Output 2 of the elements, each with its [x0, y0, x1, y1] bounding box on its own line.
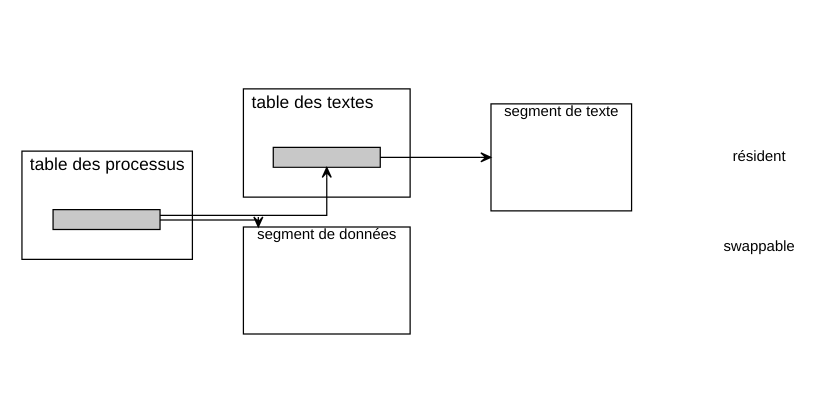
label: résident	[732, 148, 786, 165]
label: swappable	[723, 237, 795, 254]
